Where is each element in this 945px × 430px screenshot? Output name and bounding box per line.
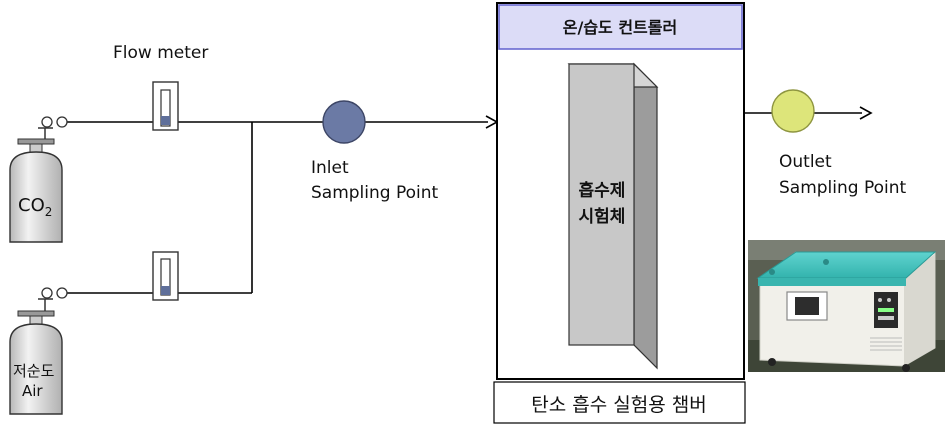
gas-cylinder-icon <box>9 287 68 415</box>
air-label: 저순도 <box>13 362 55 380</box>
air-label-2: Air <box>22 382 43 400</box>
controller-label: 온/습도 컨트롤러 <box>563 18 677 37</box>
specimen-column <box>567 62 659 370</box>
co2-label: CO2 <box>18 195 52 219</box>
co2-subscript: 2 <box>45 205 53 219</box>
flow-meter-label: Flow meter <box>113 43 208 63</box>
specimen-label-2: 시험체 <box>579 206 626 227</box>
outlet-sampling-point <box>771 89 815 133</box>
chamber-caption: 탄소 흡수 실험용 챔버 <box>531 394 706 416</box>
gas-cylinder-icon <box>9 116 68 243</box>
inlet-label-2: Sampling Point <box>311 183 439 203</box>
outlet-arrow-icon <box>859 106 873 120</box>
controller-box <box>498 4 743 50</box>
chamber-caption-box <box>493 381 746 424</box>
outlet-label: Outlet <box>779 152 832 172</box>
flow-meter-icon <box>152 81 179 131</box>
outlet-label-2: Sampling Point <box>779 178 907 198</box>
flow-meter-icon <box>152 251 179 301</box>
chamber-photo <box>748 240 945 372</box>
inlet-sampling-point <box>322 100 366 144</box>
inlet-label: Inlet <box>311 158 349 178</box>
specimen-label: 흡수제 <box>579 180 626 201</box>
